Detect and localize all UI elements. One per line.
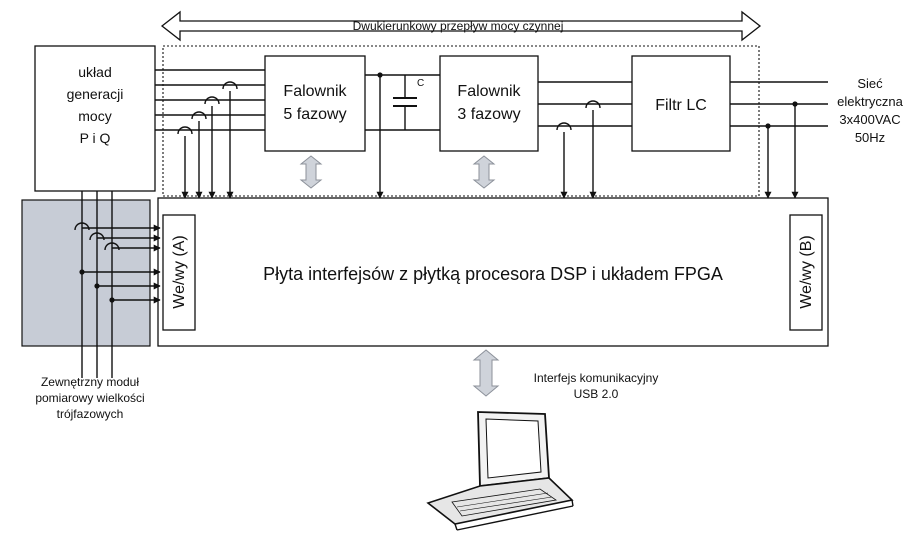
grid-label-3: 3x400VAC — [839, 112, 900, 127]
measurement-label-1: Zewnętrzny moduł — [41, 375, 139, 389]
dc-link — [365, 72, 440, 199]
io-b-label: We/wy (B) — [798, 235, 815, 308]
current-sensor-loops-5ph — [177, 81, 238, 135]
filter-lc-box: Filtr LC — [631, 55, 731, 152]
double-arrow-icon — [299, 155, 323, 189]
io-b-box: We/wy (B) — [789, 214, 823, 331]
inverter3-label-1: Falownik — [457, 83, 521, 100]
generator-output-lines — [155, 69, 265, 131]
io-a-box: We/wy (A) — [162, 214, 196, 331]
power-flow-arrow: Dwukierunkowy przepływ mocy czynnej — [160, 10, 762, 42]
comm-interface-label: Interfejs komunikacyjny USB 2.0 — [534, 371, 659, 401]
filter-label: Filtr LC — [655, 97, 707, 114]
grid-label-4: 50Hz — [855, 130, 885, 145]
inverter5-label-1: Falownik — [283, 83, 347, 100]
double-arrow-icon — [472, 155, 496, 189]
io-a-label: We/wy (A) — [171, 235, 188, 308]
measurement-label-2: pomiarowy wielkości — [35, 391, 144, 405]
generator-label-4: P i Q — [80, 130, 111, 146]
generator-box: układ generacji mocy P i Q — [34, 45, 156, 192]
comm-label-1: Interfejs komunikacyjny — [534, 371, 659, 385]
inverter5-label-2: 5 fazowy — [283, 106, 346, 123]
comm-label-2: USB 2.0 — [574, 387, 619, 401]
power-stage-enclosure — [162, 45, 760, 197]
measurement-caption: Zewnętrzny moduł pomiarowy wielkości tró… — [35, 375, 144, 421]
double-arrow-icon — [472, 349, 500, 397]
inverter3-label-2: 3 fazowy — [457, 106, 520, 123]
capacitor-label: C — [417, 78, 424, 89]
power-flow-label: Dwukierunkowy przepływ mocy czynnej — [353, 19, 564, 33]
measurement-label-3: trójfazowych — [57, 407, 124, 421]
inverter-3-phase-box: Falownik 3 fazowy — [439, 55, 539, 152]
grid-lines — [730, 81, 828, 199]
sensor-lines-5ph — [181, 91, 234, 199]
grid-label-1: Sieć — [857, 76, 883, 91]
inverter-5-phase-box: Falownik 5 fazowy — [264, 55, 366, 152]
inverter3-output-lines — [538, 81, 632, 199]
generator-label-2: generacji — [67, 86, 124, 102]
generator-label-1: układ — [78, 64, 111, 80]
generator-label-3: mocy — [78, 108, 111, 124]
main-board-label: Płyta interfejsów z płytką procesora DSP… — [263, 264, 723, 284]
main-board: Płyta interfejsów z płytką procesora DSP… — [157, 197, 829, 347]
laptop-icon — [426, 411, 574, 531]
grid-label-2: elektryczna — [837, 94, 904, 109]
capacitor-icon: C — [393, 78, 424, 107]
grid-label: Sieć elektryczna 3x400VAC 50Hz — [837, 76, 904, 145]
measurement-module — [21, 191, 161, 378]
